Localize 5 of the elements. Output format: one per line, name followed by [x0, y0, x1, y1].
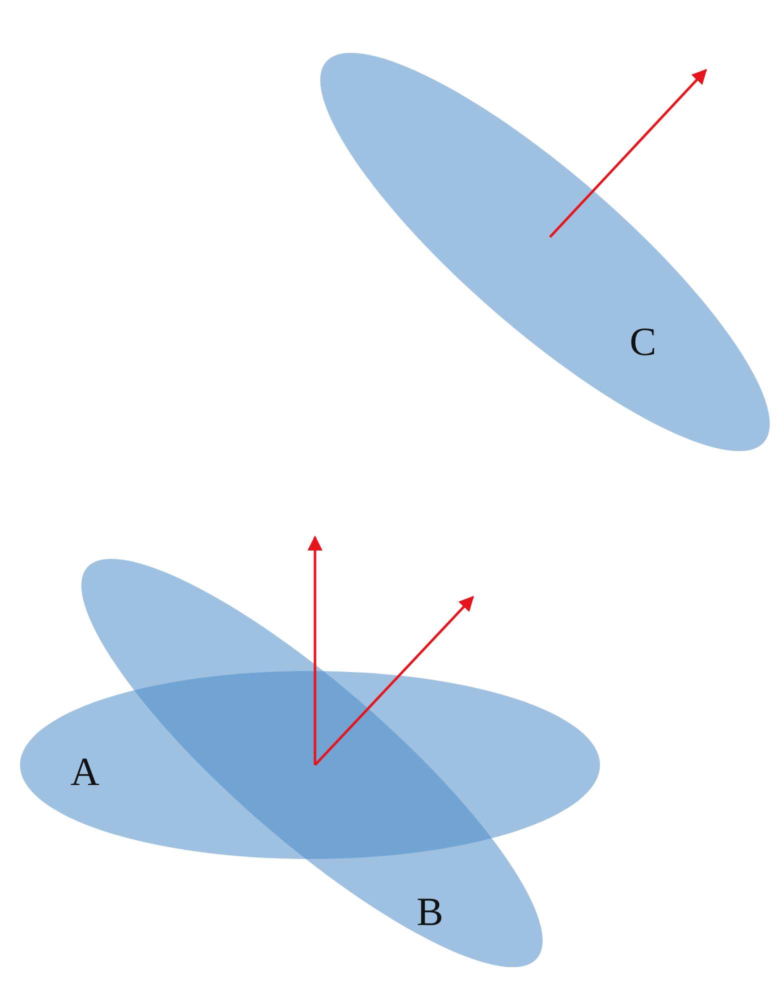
plane-label: A: [70, 749, 100, 794]
plane-label: C: [630, 319, 656, 364]
plane-ellipse: [320, 53, 770, 451]
plane-label: B: [416, 889, 444, 934]
plane-ellipse: [20, 671, 600, 859]
